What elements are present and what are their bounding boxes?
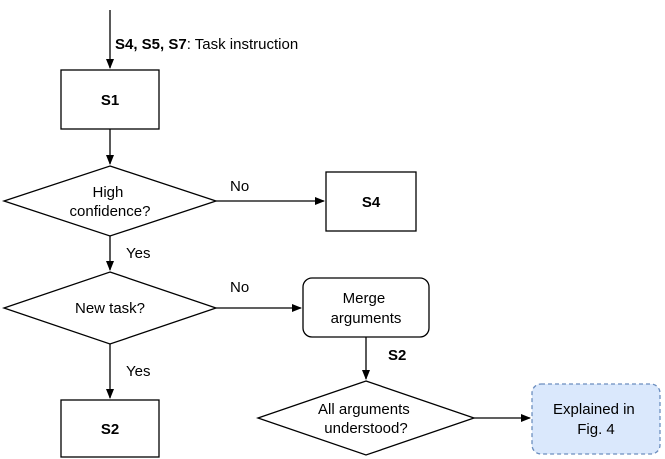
- node-merge-arguments: [302, 277, 430, 338]
- node-s1-label: S1: [101, 92, 119, 109]
- entry-label-bold: S4, S5, S7: [115, 36, 187, 53]
- node-all-arguments-label: All arguments understood?: [318, 401, 414, 437]
- merge-arguments-line-2: arguments: [331, 310, 402, 327]
- merge-arguments-line-1: Merge: [343, 290, 386, 307]
- node-s4-label: S4: [362, 194, 381, 211]
- node-s2: [60, 399, 160, 458]
- entry-label: S4, S5, S7: Task instruction: [115, 36, 298, 53]
- node-new-task-label: New task?: [75, 300, 145, 317]
- node-s4: [325, 171, 417, 232]
- explained-line-2: Fig. 4: [577, 421, 615, 438]
- edge-label-no-2: No: [230, 279, 249, 296]
- high-confidence-line-1: High: [92, 184, 123, 201]
- node-merge-arguments-label: Merge arguments: [331, 290, 402, 327]
- edge-label-yes-1: Yes: [126, 245, 150, 262]
- node-all-arguments: [255, 380, 477, 456]
- edge-label-no-1: No: [230, 178, 249, 195]
- edge-label-s2: S2: [388, 347, 406, 364]
- explained-line-1: Explained in: [553, 401, 635, 418]
- node-s2-label: S2: [101, 421, 119, 438]
- all-arguments-line-2: understood?: [324, 420, 407, 437]
- high-confidence-line-2: confidence?: [70, 203, 151, 220]
- node-explained: [531, 383, 661, 455]
- edge-label-yes-2: Yes: [126, 363, 150, 380]
- node-high-confidence-label: High confidence?: [70, 184, 151, 220]
- node-high-confidence: [1, 165, 219, 237]
- all-arguments-line-1: All arguments: [318, 401, 410, 418]
- entry-label-rest: : Task instruction: [187, 36, 298, 53]
- node-explained-label: Explained in Fig. 4: [553, 401, 639, 438]
